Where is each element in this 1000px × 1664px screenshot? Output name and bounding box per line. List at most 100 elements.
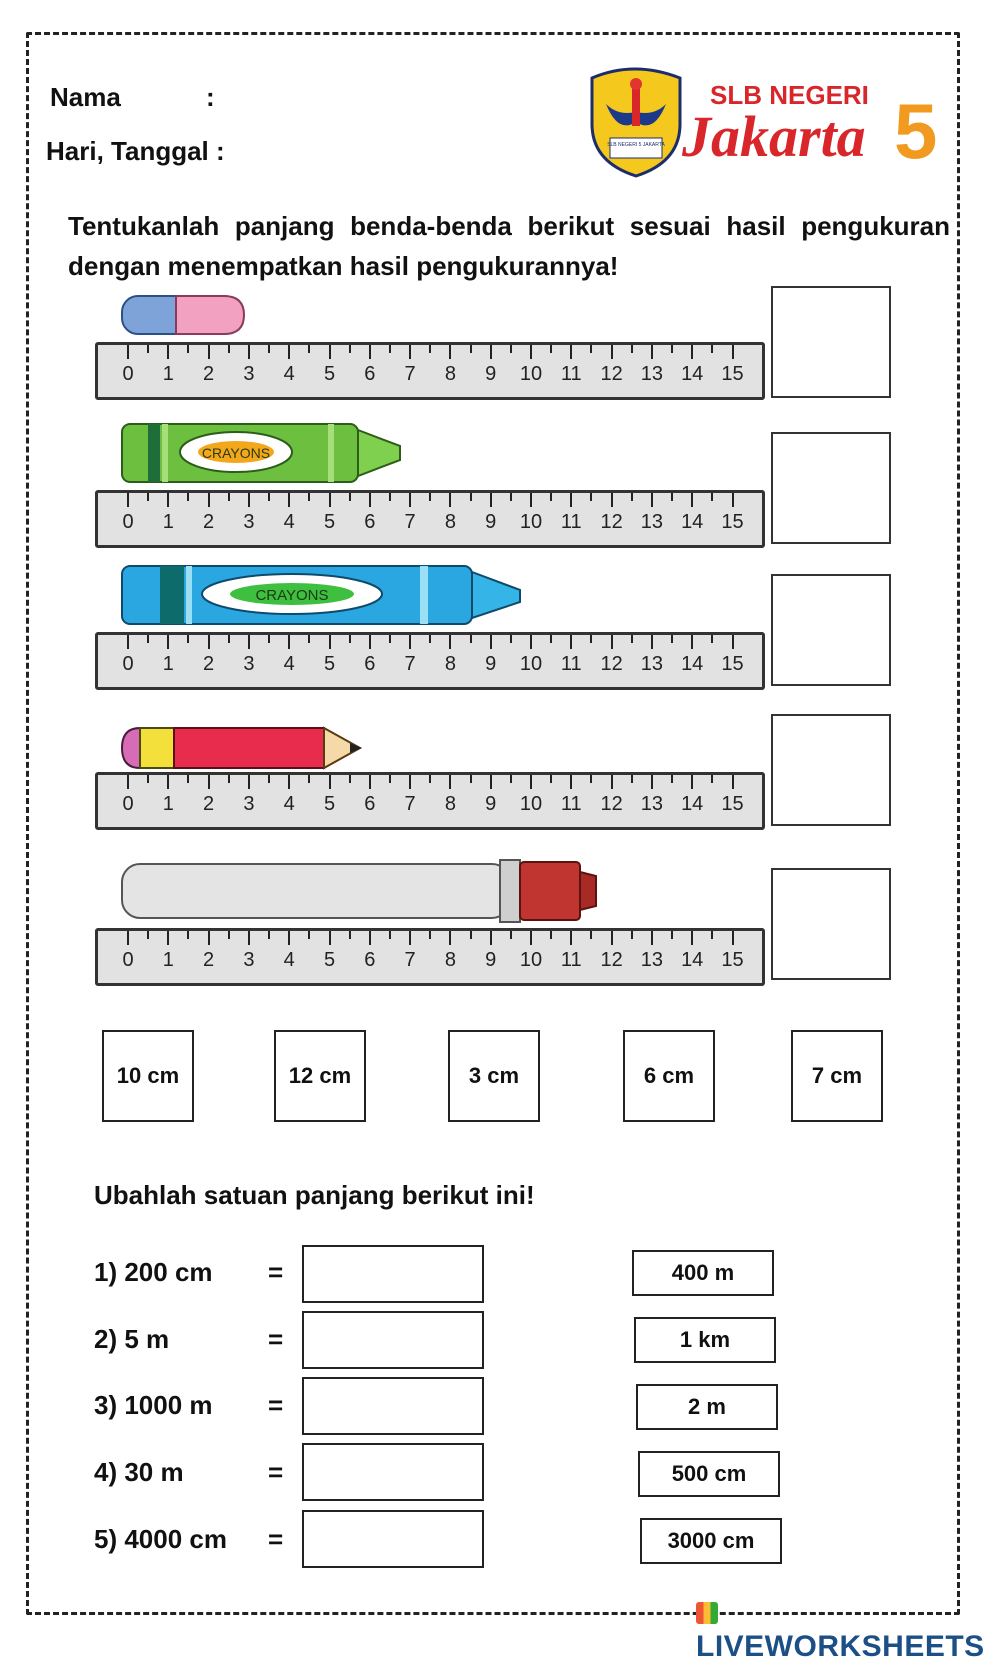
length-option[interactable]: 3 cm [448,1030,540,1122]
logo-school-main: Jakarta [681,104,866,169]
length-option[interactable]: 10 cm [102,1030,194,1122]
ruler-tick [489,775,492,789]
ruler-tick [368,775,371,789]
equals-sign: = [268,1390,284,1420]
ruler-tick [691,635,694,649]
ruler-tick [207,775,210,789]
ruler-tick [630,635,633,643]
ruler-tick [691,931,694,945]
date-label: Hari, Tanggal : [46,136,225,166]
ruler-tick [630,775,633,783]
ruler-tick [570,493,573,507]
ruler-number: 8 [444,793,456,815]
ruler-tick [207,493,210,507]
length-option[interactable]: 7 cm [791,1030,883,1122]
logo-school-number: 5 [894,87,937,175]
ruler-number: 7 [404,949,416,971]
equals-sign: = [268,1324,284,1354]
ruler-tick [489,345,492,359]
conversion-option[interactable]: 2 m [636,1384,778,1430]
conversion-answer-box[interactable] [302,1245,484,1303]
conversion-option[interactable]: 400 m [632,1250,774,1296]
ruler-number: 14 [681,511,704,533]
ruler-tick [570,635,573,649]
ruler-number: 9 [485,363,497,385]
ruler-number: 0 [122,363,134,385]
ruler-number: 0 [122,511,134,533]
section2-title: Ubahlah satuan panjang berikut ini! [94,1180,535,1210]
blue-crayon-label: CRAYONS [255,587,328,604]
ruler-number: 10 [519,949,543,971]
ruler-tick [268,931,271,939]
ruler-tick [590,345,593,353]
ruler-tick [509,345,512,353]
length-option[interactable]: 12 cm [274,1030,366,1122]
ruler-number: 8 [444,653,456,675]
ruler-tick [550,635,553,643]
ruler-tick [167,775,170,789]
ruler-tick [691,775,694,789]
ruler-tick [489,931,492,945]
answer-box-marker[interactable] [771,868,891,980]
ruler-number: 4 [283,363,295,385]
ruler-tick [711,345,714,353]
conversion-option[interactable]: 500 cm [638,1451,780,1497]
ruler-tick [187,775,190,783]
shield-text: SLB NEGERI 5 JAKARTA [607,142,665,148]
ruler-number: 1 [162,949,174,971]
ruler-number: 15 [721,363,744,385]
ruler-tick [288,775,291,789]
ruler-number: 12 [600,949,623,971]
ruler-tick [388,493,391,501]
ruler-number: 1 [162,653,174,675]
ruler-tick [207,635,210,649]
ruler-number: 15 [721,793,744,815]
answer-box-green-crayon[interactable] [771,432,891,544]
ruler-tick [368,635,371,649]
logo-school-top: SLB NEGERI [710,80,869,110]
ruler-tick [227,345,230,353]
ruler-tick [650,931,653,945]
ruler-number: 3 [243,793,255,815]
ruler-number: 8 [444,363,456,385]
conversion-answer-box[interactable] [302,1377,484,1435]
ruler-tick [731,931,734,945]
ruler-number: 3 [243,511,255,533]
ruler-tick [550,493,553,501]
green-crayon-icon: CRAYONS [121,423,401,483]
ruler-tick [388,635,391,643]
conversion-question: 2) 5 m [94,1324,170,1354]
ruler-tick [167,931,170,945]
ruler-number: 12 [600,653,623,675]
conversion-answer-box[interactable] [302,1443,484,1501]
name-colon: : [206,82,215,112]
equals-sign: = [268,1457,284,1487]
ruler-number: 12 [600,511,623,533]
length-option[interactable]: 6 cm [623,1030,715,1122]
answer-box-eraser[interactable] [771,286,891,398]
ruler-number: 1 [162,793,174,815]
conversion-question: 4) 30 m [94,1457,184,1487]
ruler-tick [530,635,532,649]
liveworksheets-watermark: LIVEWORKSHEETS [696,1596,1000,1664]
conversion-question: 3) 1000 m [94,1390,213,1420]
ruler-number: 0 [122,653,134,675]
ruler-number: 2 [203,511,215,533]
ruler-tick [610,635,613,649]
ruler-tick [268,775,271,783]
conversion-option[interactable]: 1 km [634,1317,776,1363]
ruler-tick [409,345,412,359]
conversion-option[interactable]: 3000 cm [640,1518,782,1564]
answer-box-blue-crayon[interactable] [771,574,891,686]
conversion-answer-box[interactable] [302,1311,484,1369]
ruler-number: 7 [404,793,416,815]
pencil-icon [120,726,363,770]
conversion-answer-box[interactable] [302,1510,484,1568]
blue-crayon-icon: CRAYONS [121,565,521,625]
answer-box-pencil[interactable] [771,714,891,826]
ruler-tick [308,493,311,501]
ruler-tick [308,345,311,353]
ruler-tick [509,775,512,783]
ruler-tick [187,493,190,501]
